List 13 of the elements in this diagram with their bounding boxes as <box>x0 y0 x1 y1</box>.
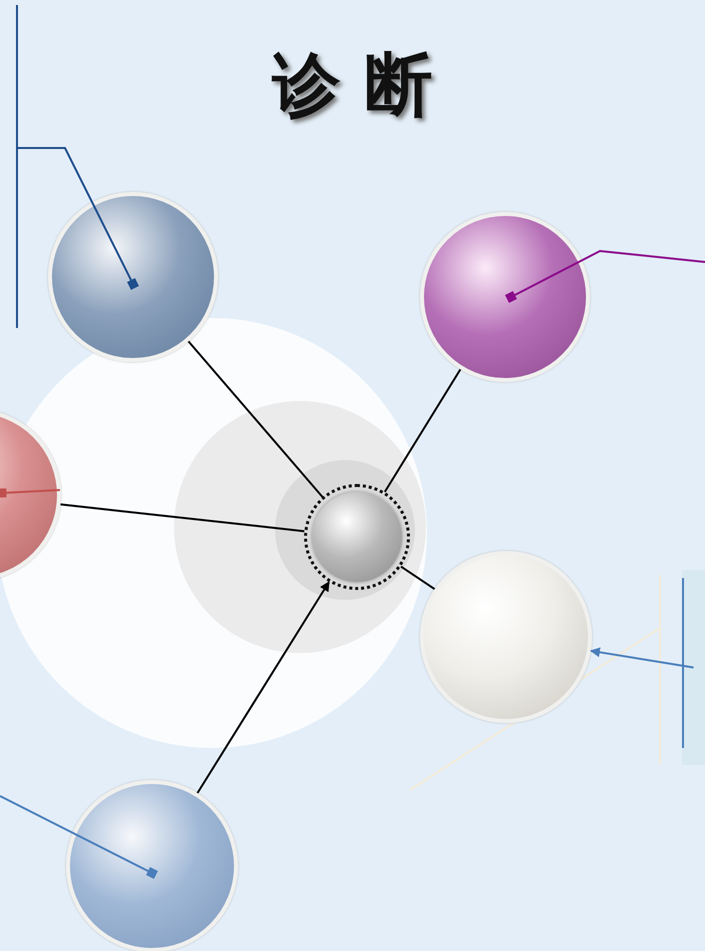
side-panel <box>682 570 705 765</box>
leader-line <box>0 795 158 880</box>
leader-line <box>504 250 705 304</box>
leader-line <box>0 488 60 498</box>
leader-line <box>17 147 140 290</box>
connector-line <box>196 581 330 794</box>
connector-line <box>384 368 462 492</box>
center-sphere <box>304 484 410 590</box>
connector-line <box>60 503 304 532</box>
title: 诊 断 <box>270 48 434 123</box>
connector-line <box>188 340 324 498</box>
connector-line <box>590 647 694 668</box>
connector-line <box>400 566 436 590</box>
